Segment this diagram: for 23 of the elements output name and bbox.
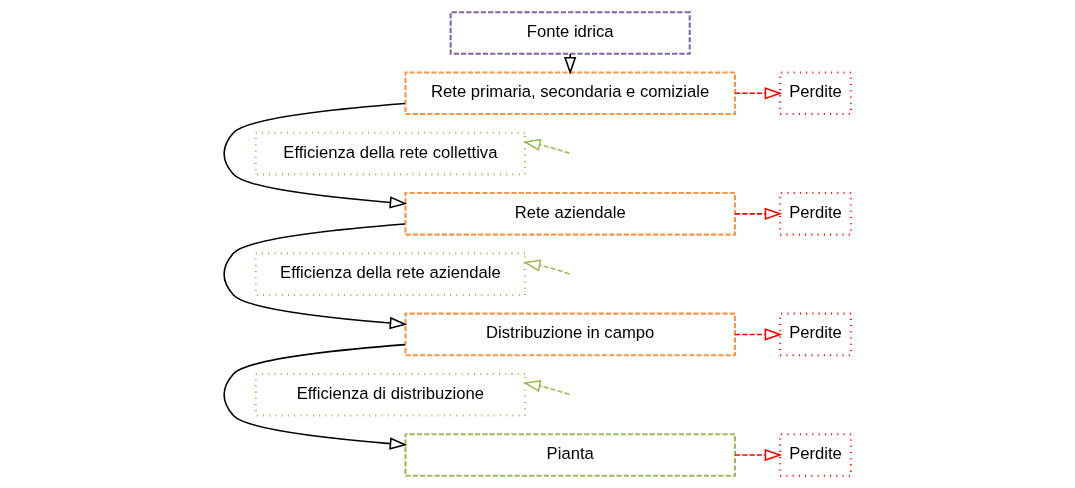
arrow [734,87,783,100]
arrow [522,380,571,396]
node-box: Perdite [779,192,852,236]
arrow [223,343,408,450]
arrow [522,259,571,275]
node-box: Efficienza della rete aziendale [254,252,526,296]
node-box: Distribuzione in campo [404,312,736,357]
arrow [734,448,783,462]
arrow [223,223,408,330]
node-box: Efficienza della rete collettiva [254,131,526,176]
node-box: Rete primaria, secondaria e comiziale [404,71,736,116]
arrow [522,138,571,155]
node-box: Fonte idrica [449,11,691,55]
arrow [223,102,408,209]
node-box: Rete aziendale [404,192,736,236]
node-box: Perdite [779,312,852,357]
arrow [734,207,783,221]
node-box: Efficienza di distribuzione [254,372,526,417]
node-box: Perdite [779,433,852,477]
node-box: Pianta [404,433,736,477]
arrow [734,328,783,341]
node-box: Perdite [779,71,852,116]
arrow [564,53,577,75]
